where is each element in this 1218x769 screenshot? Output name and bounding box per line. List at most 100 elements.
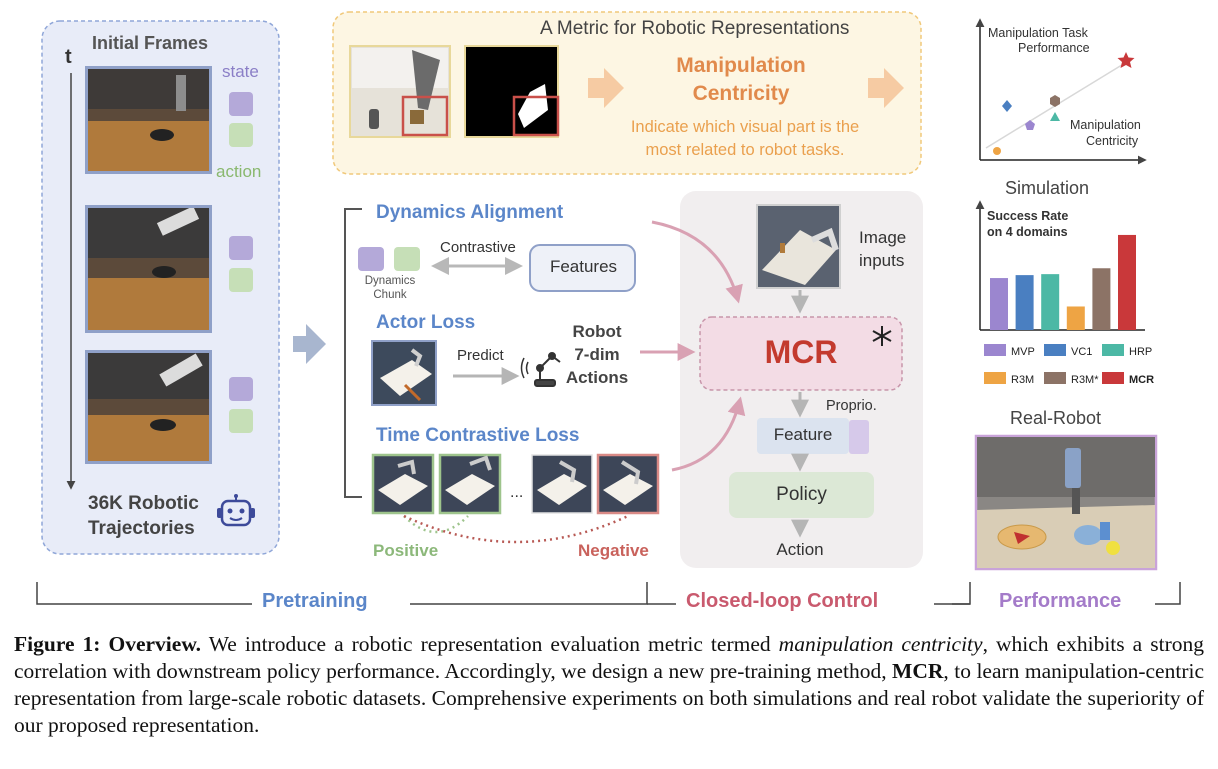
predict-label: Predict <box>457 347 504 364</box>
caption-text-b: , which exhibits a strong correlation wi… <box>14 632 1204 683</box>
legend-label-mvp: MVP <box>1011 346 1035 358</box>
positive-link <box>403 515 469 534</box>
caption-text-mcr: MCR <box>892 659 944 683</box>
image-inputs-line1: Image <box>859 228 907 247</box>
dynamics-alignment-title: Dynamics Alignment <box>376 202 564 223</box>
scatter-point-mcr <box>1117 52 1135 68</box>
metric-image-rgb <box>349 45 451 138</box>
proprio-box <box>849 420 869 454</box>
time-axis-label: t <box>65 46 72 68</box>
legend-label-mcr: MCR <box>1129 374 1154 386</box>
state-square-3 <box>229 377 253 401</box>
feature-label: Feature <box>773 425 833 444</box>
real-robot-title: Real-Robot <box>1010 408 1102 428</box>
real-robot-photo <box>974 434 1158 571</box>
bar-chart-ylabel-line1: Success Rate <box>987 209 1069 223</box>
legend-swatch-r3m-star <box>1044 372 1066 384</box>
features-label: Features <box>549 257 618 276</box>
features-box <box>529 244 636 292</box>
robot-actions-line3: Actions <box>565 368 629 387</box>
trajectories-line1: 36K Robotic <box>88 493 199 514</box>
bar-vc1 <box>1015 275 1034 330</box>
robot-arm-icon <box>520 352 561 387</box>
bar-mvp <box>990 278 1008 330</box>
mcr-label: MCR <box>764 334 838 370</box>
metric-desc-line1: Indicate which visual part is the <box>630 118 860 136</box>
proprio-label: Proprio. <box>826 398 877 414</box>
policy-box <box>729 472 874 518</box>
action-square-2 <box>229 268 253 292</box>
legend-swatch-vc1 <box>1044 344 1066 356</box>
scatter-y-label-line2: Performance <box>1018 41 1090 55</box>
time-frame-4 <box>596 453 660 515</box>
robot-actions-line2: 7-dim <box>574 345 620 364</box>
bar-r3m-star <box>1092 268 1111 330</box>
initial-frame-1 <box>85 66 212 174</box>
bar-r3m <box>1066 306 1085 330</box>
caption-label: Figure 1: Overview. <box>14 632 202 656</box>
contrastive-label: Contrastive <box>440 239 516 256</box>
centricity-scatter <box>975 18 1147 165</box>
policy-label: Policy <box>776 484 827 505</box>
metric-title: A Metric for Robotic Representations <box>540 18 850 39</box>
manipulation-centricity-line1: Manipulation <box>676 54 806 77</box>
legend-label-r3m-star: R3M* <box>1071 374 1099 386</box>
manipulation-centricity-line2: Centricity <box>692 82 790 105</box>
time-contrastive-title: Time Contrastive Loss <box>376 425 580 446</box>
dynamics-chunk-state <box>358 247 384 271</box>
bar-mcr <box>1118 234 1136 330</box>
pretrain-arrow <box>293 324 326 364</box>
scatter-point-hrp <box>1050 112 1060 121</box>
metric-desc-line2: most related to robot tasks. <box>645 141 845 159</box>
figure-caption: Figure 1: Overview. We introduce a robot… <box>14 631 1204 739</box>
bar-chart-bars <box>990 234 1136 330</box>
legend-label-r3m: R3M <box>1011 374 1034 386</box>
time-to-mcr-arrow <box>671 396 746 472</box>
initial-frame-2 <box>85 205 212 333</box>
bar-chart-ylabel-line2: on 4 domains <box>987 225 1068 239</box>
scatter-point-r3m-star <box>1050 95 1060 107</box>
scatter-point-mvp <box>1025 120 1035 130</box>
legend-swatch-hrp <box>1102 344 1124 356</box>
dynamics-chunk-action <box>394 247 420 271</box>
feature-box <box>757 418 849 454</box>
action-square-3 <box>229 409 253 433</box>
metric-arrow-2 <box>868 68 904 108</box>
pretraining-label: Pretraining <box>262 590 368 612</box>
legend-swatch-mcr <box>1102 372 1124 384</box>
image-input <box>756 204 841 289</box>
mcr-box <box>699 316 903 391</box>
trajectories-line2: Trajectories <box>88 518 195 539</box>
negative-label: Negative <box>578 541 649 560</box>
initial-frame-3 <box>85 350 212 464</box>
scatter-x-label-line2: Centricity <box>1086 134 1139 148</box>
time-frame-1 <box>371 453 435 515</box>
performance-label: Performance <box>999 590 1122 612</box>
robot-face-icon <box>217 494 255 527</box>
caption-text-em: manipulation centricity <box>778 632 983 656</box>
action-label: action <box>216 162 262 181</box>
performance-bracket <box>952 582 1181 605</box>
pretrain-bracket <box>344 208 362 498</box>
legend-swatch-mvp <box>984 344 1006 356</box>
initial-frames-title: Initial Frames <box>92 33 209 53</box>
state-square-1 <box>229 92 253 116</box>
dynamics-chunk-line1: Dynamics <box>364 275 416 287</box>
simulation-title: Simulation <box>1005 178 1090 198</box>
time-frame-2 <box>438 453 502 515</box>
closed-loop-label: Closed-loop Control <box>686 590 879 612</box>
state-label: state <box>222 62 259 81</box>
action-square-1 <box>229 123 253 147</box>
ellipsis-label: ... <box>510 484 524 501</box>
image-inputs-line2: inputs <box>859 251 905 270</box>
dynamics-to-mcr-arrow <box>651 220 743 304</box>
bar-hrp <box>1041 274 1060 330</box>
scatter-y-label-line1: Manipulation Task <box>988 26 1088 40</box>
scatter-x-label-line1: Manipulation <box>1070 118 1141 132</box>
actor-loss-title: Actor Loss <box>376 312 476 333</box>
caption-text-c: , to learn manipulation-centric represen… <box>14 659 1204 737</box>
robot-actions-line1: Robot <box>572 322 622 341</box>
state-square-2 <box>229 236 253 260</box>
metric-arrow-1 <box>588 68 624 108</box>
